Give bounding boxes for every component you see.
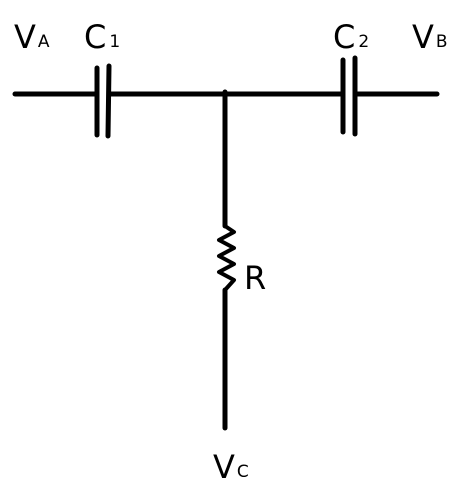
resistor-r-zigzag — [217, 224, 236, 292]
capacitor-c2 — [340, 55, 358, 137]
resistor-r — [217, 224, 236, 292]
capacitor-c1-plate-right — [105, 63, 112, 139]
capacitor-c1 — [94, 63, 112, 139]
label-r: R — [244, 259, 266, 297]
